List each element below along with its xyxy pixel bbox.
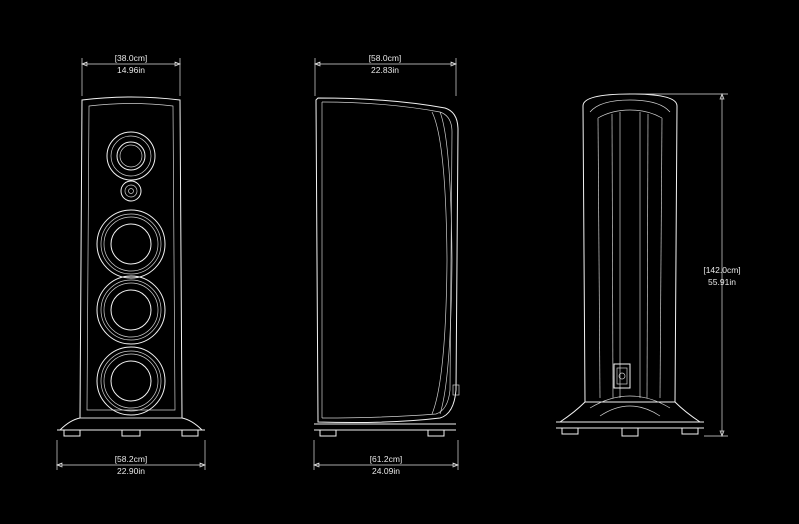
front-woofer-top <box>96 209 166 279</box>
side-view: [58.0cm] 22.83in [61.2cm] 24.09in <box>313 53 460 476</box>
side-top-depth-cm: [58.0cm] <box>369 53 402 63</box>
rear-height-cm: [142.0cm] <box>703 265 740 275</box>
rear-view: [142.0cm] 55.91in <box>556 93 741 437</box>
side-top-depth-in: 22.83in <box>371 65 399 75</box>
front-base-width-cm: [58.2cm] <box>115 454 148 464</box>
front-view: [38.0cm] 14.96in <box>56 53 206 476</box>
rear-height-dimension: [142.0cm] 55.91in <box>630 93 741 437</box>
front-tweeter <box>106 131 156 181</box>
front-cabinet <box>79 96 183 419</box>
side-top-dimension: [58.0cm] 22.83in <box>314 53 457 96</box>
front-top-width-in: 14.96in <box>117 65 145 75</box>
rear-cabinet <box>582 93 678 403</box>
side-base-dimension: [61.2cm] 24.09in <box>313 440 459 476</box>
rear-height-in: 55.91in <box>708 277 736 287</box>
rear-terminal-panel <box>613 363 631 389</box>
front-badge <box>120 180 142 202</box>
front-woofer-middle <box>96 275 166 345</box>
side-base-depth-cm: [61.2cm] <box>370 454 403 464</box>
side-base <box>314 423 456 437</box>
front-base-dimension: [58.2cm] 22.90in <box>56 440 206 476</box>
front-base-width-in: 22.90in <box>117 466 145 476</box>
front-base <box>57 417 205 437</box>
side-cabinet <box>315 97 460 423</box>
front-woofer-bottom <box>96 346 166 416</box>
front-top-dimension: [38.0cm] 14.96in <box>81 53 181 96</box>
front-top-width-cm: [38.0cm] <box>115 53 148 63</box>
side-base-depth-in: 24.09in <box>372 466 400 476</box>
rear-base <box>556 395 704 437</box>
